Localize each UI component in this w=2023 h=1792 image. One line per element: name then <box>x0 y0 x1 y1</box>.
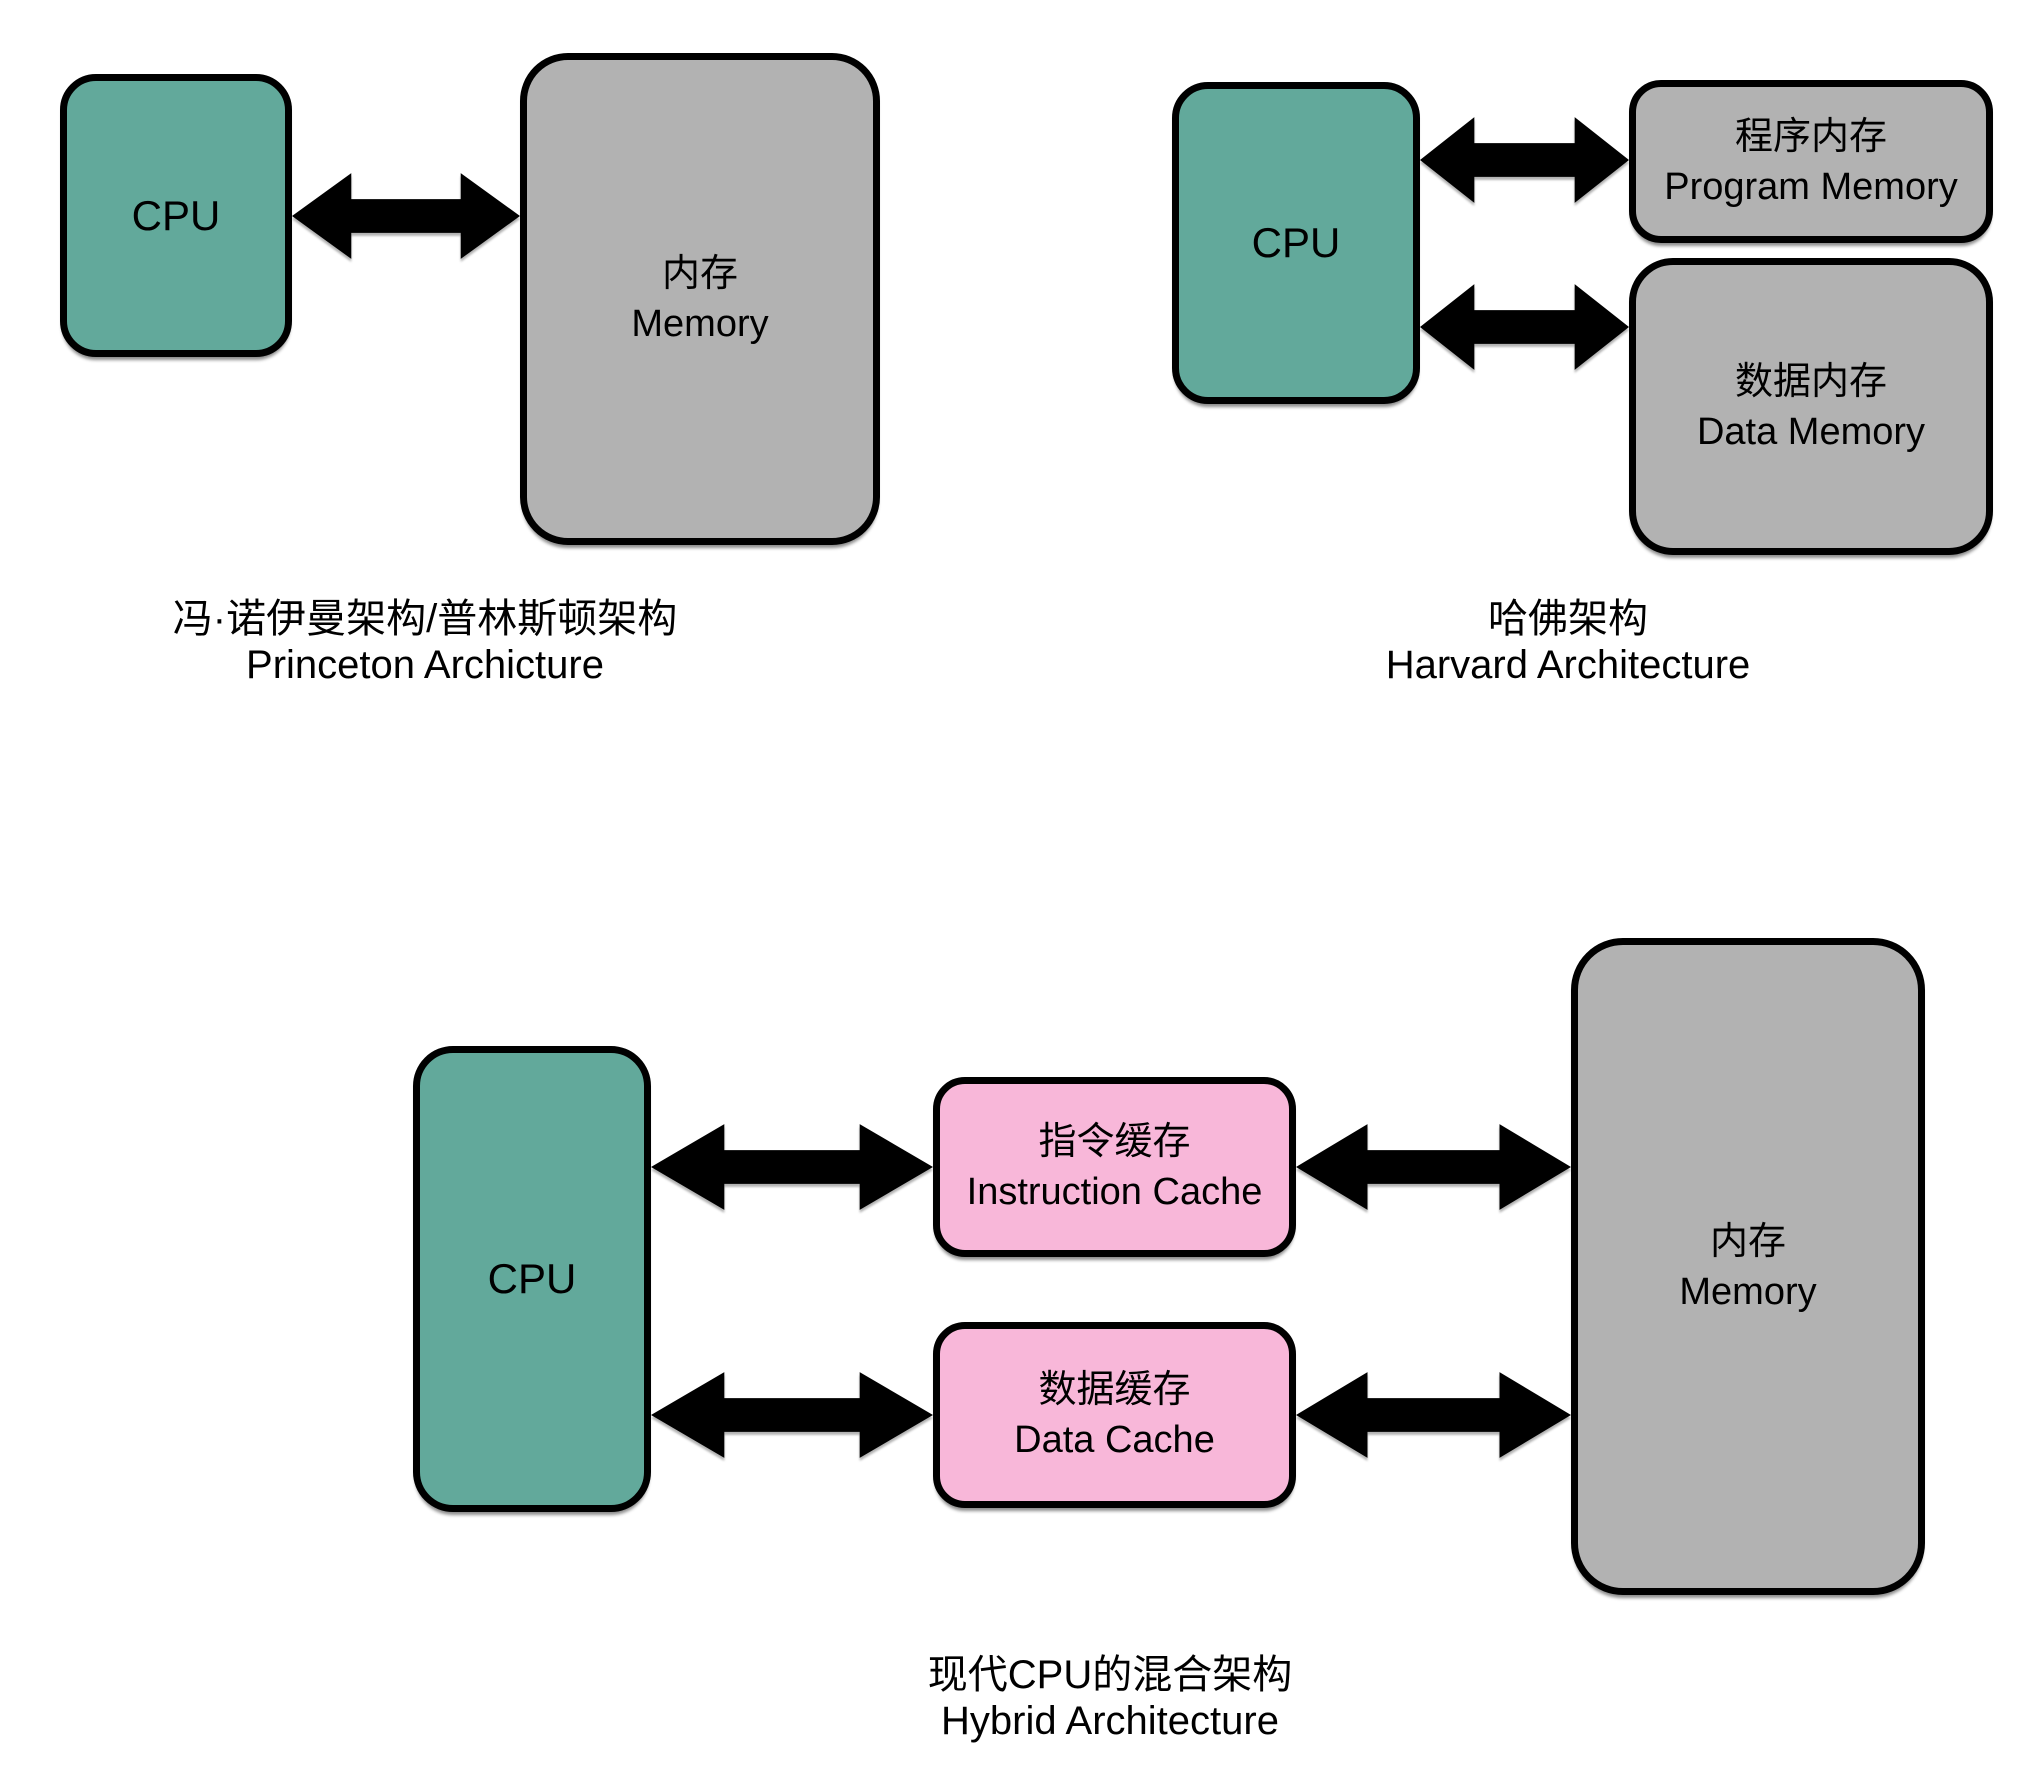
princeton-caption: 冯·诺伊曼架构/普林斯顿架构 Princeton Archicture <box>173 596 677 688</box>
hybrid-cpu-box: CPU <box>413 1046 651 1512</box>
harvard-program-memory-box: 程序内存 Program Memory <box>1629 80 1993 243</box>
princeton-memory-box: 内存 Memory <box>520 53 880 545</box>
hybrid-cpu-label: CPU <box>487 1255 577 1302</box>
hybrid-caption-en: Hybrid Architecture <box>941 1699 1279 1743</box>
princeton-caption-zh: 冯·诺伊曼架构/普林斯顿架构 <box>172 597 678 641</box>
hybrid-instruction-cache-label-en: Instruction Cache <box>966 1171 1263 1213</box>
hybrid-data-cache-label-zh: 数据缓存 <box>1038 1369 1191 1411</box>
harvard-program-memory-label-zh: 程序内存 <box>1734 115 1887 158</box>
hybrid-data-cache-label-en: Data Cache <box>1014 1419 1215 1461</box>
harvard-cpu-program-memory-arrow <box>1420 108 1629 212</box>
princeton-cpu-box: CPU <box>60 74 292 357</box>
harvard-caption-en: Harvard Architecture <box>1385 643 1751 687</box>
hybrid-caption-zh: 现代CPU的混合架构 <box>927 1653 1293 1697</box>
hybrid-instruction-cache-label-zh: 指令缓存 <box>1038 1121 1191 1163</box>
hybrid-instruction-cache-box: 指令缓存 Instruction Cache <box>933 1077 1296 1257</box>
harvard-data-memory-label-en: Data Memory <box>1696 410 1926 453</box>
hybrid-memory-label-zh: 内存 <box>1709 1220 1786 1263</box>
harvard-data-memory-box: 数据内存 Data Memory <box>1629 258 1993 555</box>
princeton-cpu-memory-arrow <box>292 164 520 268</box>
princeton-memory-label-zh: 内存 <box>661 253 738 295</box>
harvard-cpu-data-memory-arrow <box>1420 275 1629 379</box>
double-arrow-icon <box>651 1124 933 1210</box>
hybrid-caption: 现代CPU的混合架构 Hybrid Architecture <box>928 1652 1292 1744</box>
princeton-cpu-label: CPU <box>131 191 221 239</box>
hybrid-data-cache-memory-arrow <box>1296 1363 1571 1467</box>
double-arrow-icon <box>292 173 520 259</box>
hybrid-data-cache-box: 数据缓存 Data Cache <box>933 1322 1296 1508</box>
double-arrow-icon <box>1296 1124 1571 1210</box>
double-arrow-icon <box>651 1372 933 1458</box>
harvard-caption-zh: 哈佛架构 <box>1488 597 1648 641</box>
double-arrow-icon <box>1296 1372 1571 1458</box>
princeton-caption-en: Princeton Archicture <box>246 643 604 687</box>
hybrid-instruction-cache-memory-arrow <box>1296 1115 1571 1219</box>
double-arrow-icon <box>1420 117 1629 203</box>
harvard-cpu-box: CPU <box>1172 82 1420 404</box>
hybrid-memory-box: 内存 Memory <box>1571 938 1925 1595</box>
hybrid-memory-label-en: Memory <box>1679 1270 1817 1313</box>
hybrid-cpu-data-cache-arrow <box>651 1363 933 1467</box>
harvard-data-memory-label-zh: 数据内存 <box>1734 360 1887 403</box>
harvard-caption: 哈佛架构 Harvard Architecture <box>1386 596 1751 688</box>
princeton-memory-label-en: Memory <box>631 303 769 345</box>
harvard-cpu-label: CPU <box>1251 219 1341 266</box>
harvard-program-memory-label-en: Program Memory <box>1664 165 1958 208</box>
hybrid-cpu-instruction-cache-arrow <box>651 1115 933 1219</box>
double-arrow-icon <box>1420 284 1629 370</box>
